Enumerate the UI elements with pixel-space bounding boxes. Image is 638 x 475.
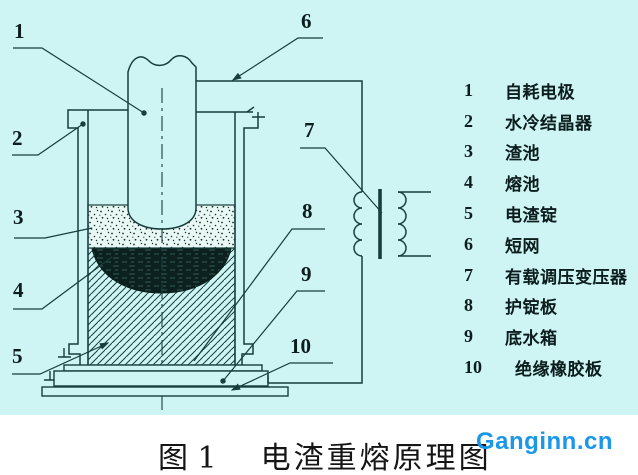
legend-num: 8: [464, 295, 473, 316]
legend-row: 6 短网: [455, 229, 637, 260]
legend-num: 2: [464, 110, 473, 131]
callout-6: 6: [301, 9, 312, 33]
watermark-text: Ganginn.cn: [476, 428, 613, 455]
mould-shape: [67, 109, 259, 365]
callout-10: 10: [290, 334, 311, 358]
legend-label: 水冷结晶器: [505, 113, 593, 134]
legend-row: 7 有载调压变压器: [455, 260, 637, 291]
legend-label: 熔池: [505, 175, 540, 196]
legend-num: 4: [464, 172, 473, 193]
legend-label: 自耗电极: [505, 82, 575, 103]
legend: 1 自耗电极 2 水冷结晶器 3 渣池 4 熔池 5 电渣锭 6 短网: [455, 75, 637, 383]
short-net-wire: [196, 80, 363, 384]
legend-num: 5: [464, 203, 473, 224]
legend-label: 绝缘橡胶板: [515, 360, 603, 381]
callout-5: 5: [12, 344, 23, 368]
esr-schematic-drawing: [12, 37, 431, 410]
callout-8: 8: [302, 199, 313, 223]
legend-num: 1: [464, 79, 473, 100]
legend-row: 9 底水箱: [455, 321, 637, 352]
diagram-area: 1 2 3 4 5 6 7 8 9 10 1 自耗电极 2 水冷结晶器 3 渣池…: [0, 0, 638, 415]
legend-label: 底水箱: [505, 329, 558, 350]
secondary-coil: [397, 191, 407, 257]
legend-num: 3: [464, 141, 473, 162]
legend-row: 8 护锭板: [455, 291, 637, 322]
legend-num: 9: [464, 326, 473, 347]
legend-num: 7: [464, 264, 473, 285]
electrode-shape: [127, 55, 197, 230]
figure-number: 图 1: [158, 441, 217, 475]
callout-2: 2: [12, 126, 23, 150]
primary-coil: [353, 191, 363, 257]
legend-row: 10 绝缘橡胶板: [455, 352, 637, 383]
legend-label: 电渣锭: [505, 206, 558, 227]
legend-row: 5 电渣锭: [455, 198, 637, 229]
legend-label: 护锭板: [505, 298, 558, 319]
leader-lines: [12, 37, 383, 391]
legend-label: 有载调压变压器: [505, 267, 628, 288]
legend-row: 2 水冷结晶器: [455, 106, 637, 137]
legend-row: 4 熔池: [455, 167, 637, 198]
figure-caption: 图 1 电渣重熔原理图: [158, 433, 492, 475]
callout-7: 7: [304, 118, 315, 142]
water-box-shape: [53, 370, 269, 387]
legend-num: 6: [464, 233, 473, 254]
legend-row: 1 自耗电极: [455, 75, 637, 106]
figure-title: 电渣重熔原理图: [260, 441, 492, 475]
legend-label: 渣池: [505, 144, 540, 165]
callout-3: 3: [13, 205, 24, 229]
legend-num: 10: [464, 357, 482, 378]
legend-row: 3 渣池: [455, 137, 637, 168]
caption-bar: 图 1 电渣重熔原理图 Ganginn.cn: [0, 415, 638, 475]
rubber-plate-shape: [41, 386, 289, 397]
callout-9: 9: [301, 262, 312, 286]
callout-1: 1: [14, 19, 25, 43]
secondary-leads: [398, 191, 431, 257]
transformer-symbol: [353, 189, 431, 259]
legend-label: 短网: [505, 236, 540, 257]
callout-4: 4: [13, 278, 24, 302]
